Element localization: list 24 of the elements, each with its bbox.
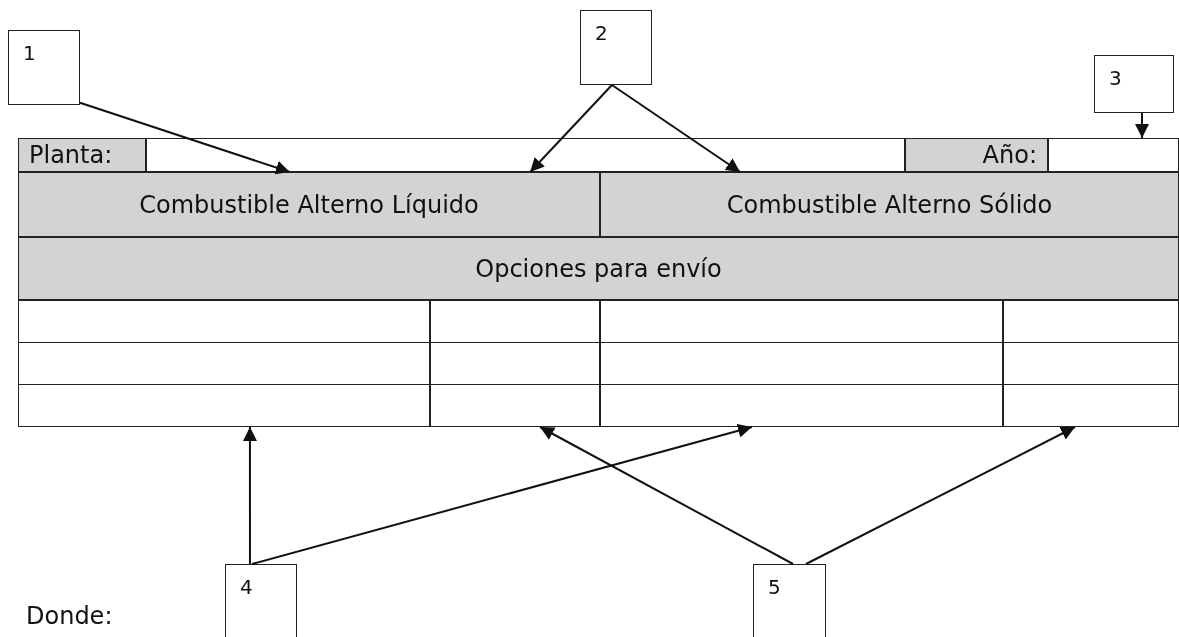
table-column [18,300,430,427]
arrow [539,426,794,565]
table-column [600,300,1003,427]
header-cell: Opciones para envío [18,237,1179,300]
fill-in-field [1048,138,1179,172]
arrow [805,426,1076,565]
header-cell: Año: [905,138,1048,172]
arrow [529,84,613,173]
arrow [1135,112,1150,139]
arrow [610,84,742,173]
callout-number: 2 [580,10,652,85]
header-cell: Planta: [18,138,146,172]
callout-number: 4 [225,564,297,637]
caption-text: Donde: [26,601,114,632]
arrow [79,101,291,175]
arrow [242,426,257,565]
table-column [430,300,600,427]
header-cell: Combustible Alterno Sólido [600,172,1179,237]
callout-number: 5 [753,564,826,637]
callout-number: 3 [1094,55,1174,113]
table-column [1003,300,1179,427]
header-cell: Combustible Alterno Líquido [18,172,600,237]
arrow [251,423,753,565]
callout-number: 1 [8,30,80,105]
